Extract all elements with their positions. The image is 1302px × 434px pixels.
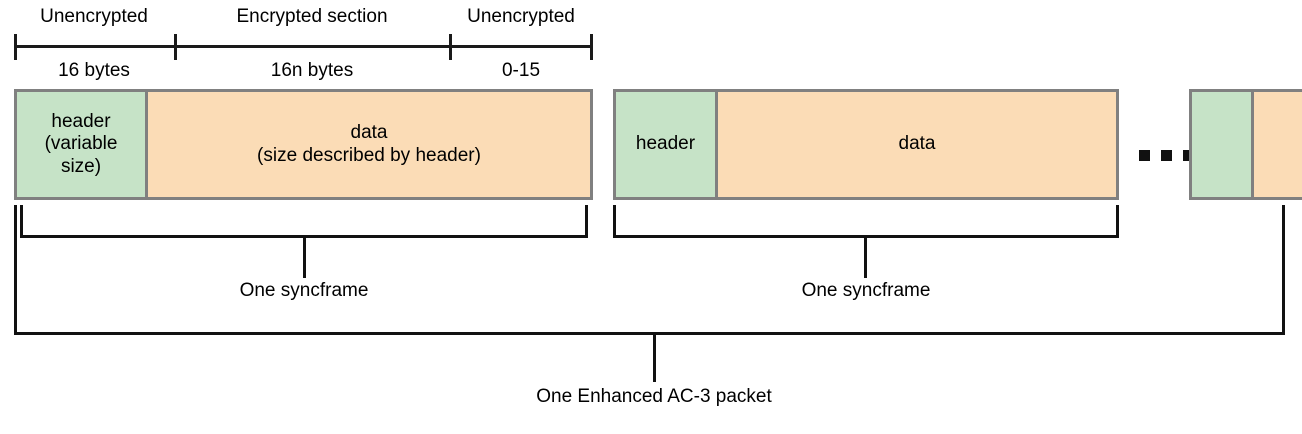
packet-bracket-stem: [653, 335, 656, 382]
ruler-section-label-1: Unencrypted: [40, 6, 148, 27]
ellipsis-indicator: [1139, 150, 1194, 161]
block-1-header-segment: header (variable size): [17, 92, 148, 197]
block-3-data-segment: [1254, 92, 1302, 197]
ruler-tick-2: [174, 34, 177, 60]
ruler-tick-4: [590, 34, 593, 60]
block-1-data-line-1: data: [350, 122, 388, 144]
ellipsis-dot-3: [1183, 150, 1194, 161]
ruler-size-label-2: 16n bytes: [270, 60, 354, 81]
packet-bracket: [14, 205, 1285, 335]
block-2-header-line-1: header: [635, 133, 696, 155]
packet-block-2: header data: [613, 89, 1119, 200]
syncframe-bracket-1-stem: [303, 238, 306, 278]
ruler-section-label-2: Encrypted section: [236, 6, 388, 27]
block-1-header-line-2: (variable: [44, 133, 118, 155]
block-1-data-line-2: (size described by header): [257, 144, 481, 166]
block-2-data-line-1: data: [898, 133, 936, 155]
block-1-header-line-1: header: [51, 110, 111, 132]
block-1-header-line-3: size): [60, 155, 102, 177]
ruler-size-label-3: 0-15: [501, 60, 541, 81]
ellipsis-dot-1: [1139, 150, 1150, 161]
ruler-baseline: [14, 45, 593, 48]
ruler-tick-3: [449, 34, 452, 60]
syncframe-label-2: One syncframe: [801, 280, 931, 301]
ellipsis-dot-2: [1161, 150, 1172, 161]
block-3-header-segment: [1192, 92, 1254, 197]
packet-block-3-truncated: [1189, 89, 1302, 200]
block-1-data-segment: data (size described by header): [148, 92, 590, 197]
ruler-tick-1: [14, 34, 17, 60]
syncframe-bracket-1: [20, 205, 588, 238]
packet-block-1: header (variable size) data (size descri…: [14, 89, 593, 200]
block-2-header-segment: header: [616, 92, 718, 197]
syncframe-bracket-2: [613, 205, 1119, 238]
syncframe-label-1: One syncframe: [239, 280, 369, 301]
syncframe-bracket-2-stem: [864, 238, 867, 278]
packet-label: One Enhanced AC-3 packet: [536, 386, 772, 407]
ruler-size-label-1: 16 bytes: [58, 60, 130, 81]
block-2-data-segment: data: [718, 92, 1116, 197]
ruler-section-label-3: Unencrypted: [467, 6, 575, 27]
